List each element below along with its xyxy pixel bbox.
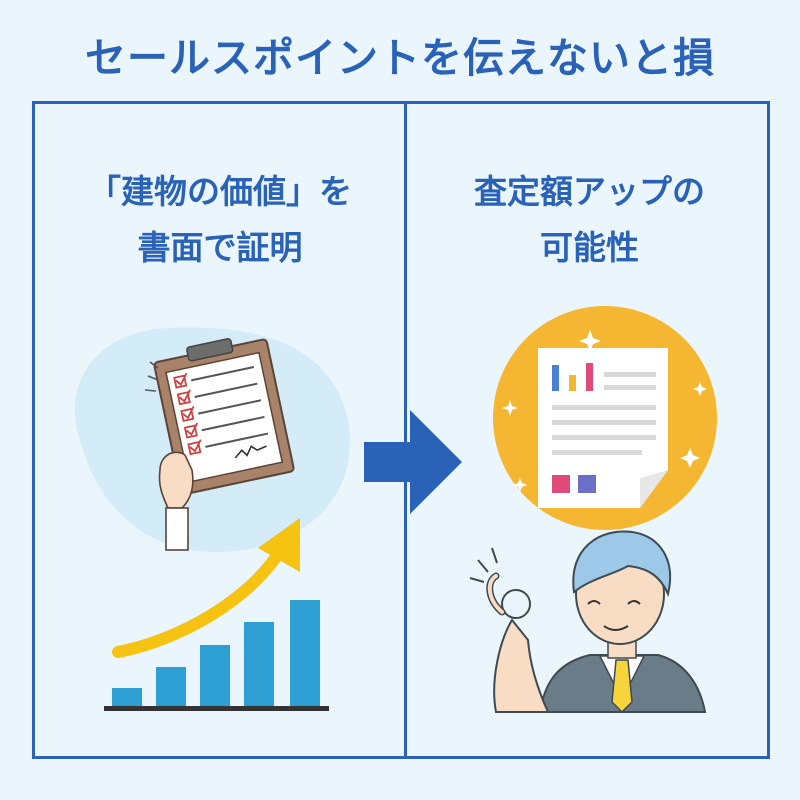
left-caption-line2: 書面で証明 xyxy=(137,228,303,267)
right-arrow-icon xyxy=(364,410,462,514)
page-title: セールスポイントを伝えないと損 xyxy=(85,34,715,82)
right-caption-line1: 査定額アップの xyxy=(474,172,705,211)
left-caption: 「建物の価値」を 書面で証明 xyxy=(40,164,400,276)
left-caption-line1: 「建物の価値」を xyxy=(88,172,352,211)
ok-gesture-businessman-icon xyxy=(469,530,707,714)
panel-divider xyxy=(404,101,407,759)
rising-bar-chart-icon xyxy=(104,518,329,711)
right-caption: 査定額アップの 可能性 xyxy=(412,164,767,276)
clipboard-checklist-icon xyxy=(74,327,350,553)
comparison-frame xyxy=(32,101,770,759)
right-caption-line2: 可能性 xyxy=(540,228,639,267)
report-document-icon xyxy=(493,306,717,530)
